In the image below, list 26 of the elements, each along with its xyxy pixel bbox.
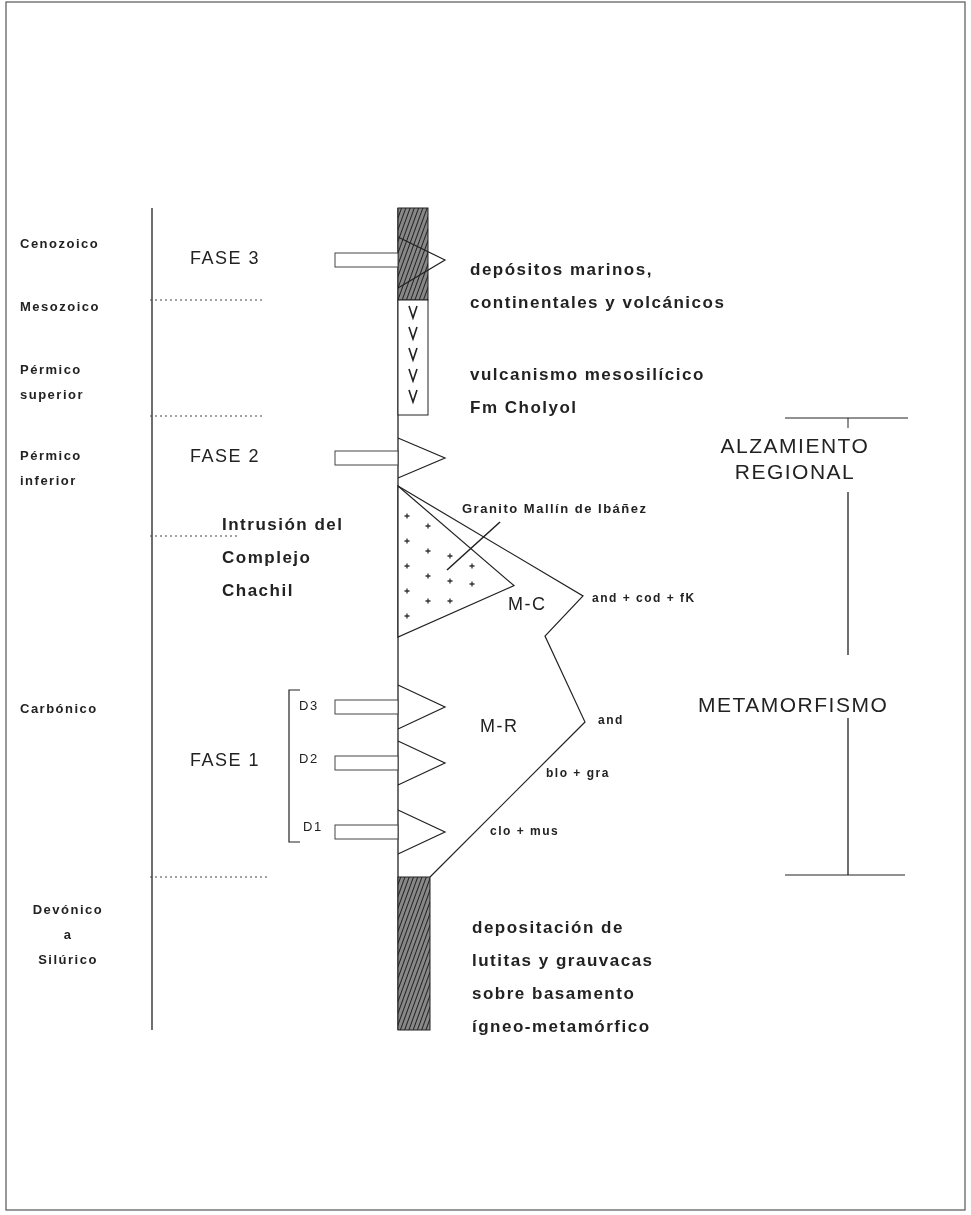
deformation-label: D2 — [299, 751, 320, 767]
zone-label: M-R — [480, 716, 520, 738]
unit-description: depositación de lutitas y grauvacas sobre basamento ígneo-metamórfico — [472, 917, 655, 1038]
event-label: METAMORFISMO — [698, 692, 890, 718]
zone-label: M-C — [508, 594, 548, 616]
era-label: Cenozoico — [20, 235, 101, 253]
callout-text: Granito Mallín de Ibáñez — [462, 501, 648, 517]
deformation-label: D1 — [303, 819, 324, 835]
era-label: Mesozoico — [20, 298, 101, 316]
mineral-assemblage-label: and — [598, 713, 625, 728]
event-label: ALZAMIENTO REGIONAL — [719, 433, 871, 485]
mineral-assemblage-label: and + cod + fK — [592, 591, 697, 606]
mineral-assemblage-label: clo + mus — [490, 824, 561, 839]
era-label: Devónico a Silúrico — [31, 901, 105, 969]
phase-label: FASE 1 — [190, 750, 262, 772]
era-label: Carbónico — [20, 700, 99, 718]
era-label: Pérmico inferior — [20, 447, 83, 490]
phase-label: FASE 2 — [190, 446, 262, 468]
unit-description: vulcanismo mesosilícico Fm Cholyol — [470, 364, 706, 419]
unit-description: Intrusión del Complejo Chachil — [222, 514, 344, 602]
phase-label: FASE 3 — [190, 248, 262, 270]
mineral-assemblage-label: blo + gra — [546, 766, 611, 781]
deformation-label: D3 — [299, 698, 320, 714]
unit-description: depósitos marinos, continentales y volcánicos — [470, 259, 727, 314]
era-label: Pérmico superior — [20, 361, 85, 404]
leader-line — [446, 521, 501, 571]
